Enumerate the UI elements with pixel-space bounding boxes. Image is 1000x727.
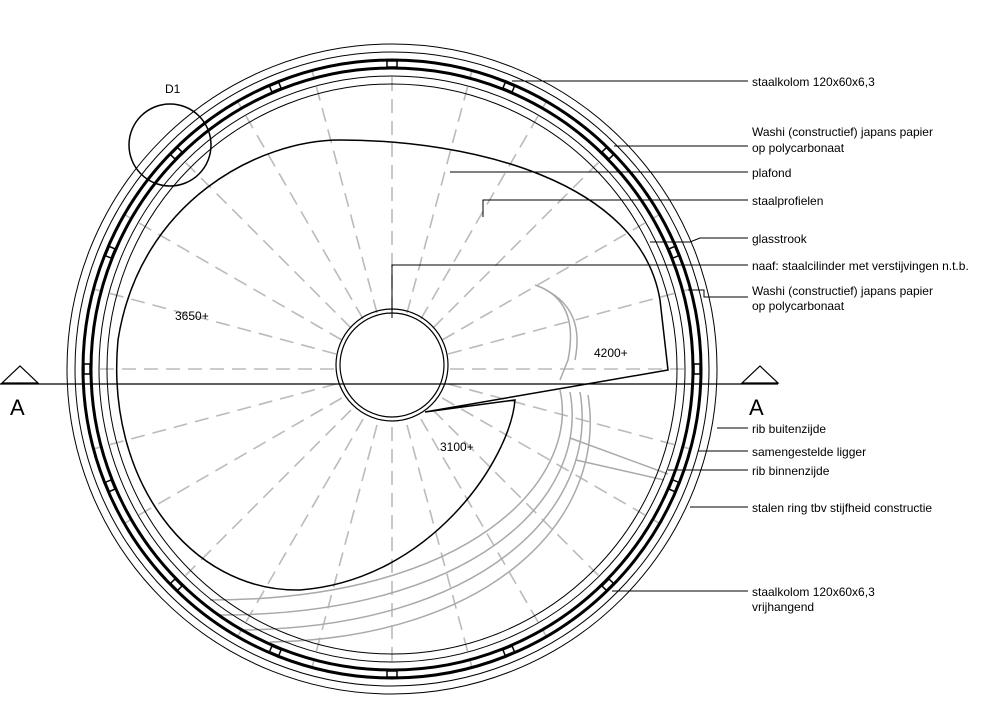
radial-dashed-line <box>172 149 352 329</box>
radial-dashed-line <box>123 397 343 525</box>
radial-dashed-line <box>420 100 548 320</box>
stair-arc-6 <box>269 394 591 643</box>
stair-sweep <box>209 284 669 643</box>
label-washi-mid-line1: Washi (constructief) japans papier <box>752 284 933 298</box>
section-line <box>0 365 780 385</box>
label-plafond: plafond <box>752 166 791 180</box>
stair-line-1 <box>569 437 669 475</box>
glass-strip-ring <box>106 83 678 655</box>
washi-outer-ring <box>74 51 710 687</box>
radial-dashed-line <box>236 418 364 638</box>
label-rib-buitenzijde: rib buitenzijde <box>752 422 826 436</box>
section-marker-left-triangle <box>0 365 40 384</box>
leader-glasstrook <box>650 237 748 243</box>
stair-arc-4 <box>219 391 573 616</box>
stair-arc-2 <box>545 289 578 361</box>
steel-column-marker <box>386 60 398 68</box>
steel-column-marker <box>668 245 680 260</box>
section-marker-right: A <box>749 395 764 420</box>
radial-dashed-line <box>123 213 343 341</box>
radial-dashed-line <box>406 424 473 669</box>
steel-column-marker <box>501 81 516 93</box>
label-washi-top-line2: op polycarbonaat <box>752 141 845 155</box>
steel-ring-inner <box>89 66 695 672</box>
steel-column-marker <box>169 577 184 592</box>
steel-ring-outer <box>81 58 703 680</box>
steel-column-marker <box>268 81 283 93</box>
leader-washi-mid <box>688 289 748 298</box>
radial-dashed-line <box>406 69 473 314</box>
detail-circle <box>128 103 212 187</box>
area-label-4200: 4200+ <box>594 346 628 360</box>
radial-dashed-line <box>447 383 692 450</box>
section-marker-right-triangle <box>740 365 780 384</box>
label-washi-mid-line2: op polycarbonaat <box>752 299 845 313</box>
leader-staalprofielen <box>482 199 748 217</box>
label-staalkolom-top: staalkolom 120x60x6,3 <box>752 75 875 89</box>
label-washi-top-line1: Washi (constructief) japans papier <box>752 125 933 139</box>
hub <box>335 308 449 422</box>
steel-column-marker <box>104 478 116 493</box>
section-marker-left: A <box>10 395 25 420</box>
leader-lines <box>391 80 748 592</box>
radial-dashed-line <box>441 397 661 525</box>
radial-dashed-line <box>92 383 337 450</box>
stair-arc-5 <box>239 391 583 631</box>
label-rib-binnenzijde: rib binnenzijde <box>752 464 830 478</box>
radial-dashed-line <box>311 424 378 669</box>
steel-column-marker <box>501 645 516 657</box>
label-glasstrook: glasstrook <box>752 232 808 246</box>
leader-naaf <box>391 264 748 318</box>
radial-dashed-line <box>432 149 612 329</box>
steel-column-marker <box>83 363 91 375</box>
radial-dashed-line <box>432 409 612 589</box>
steel-column-marker <box>169 146 184 161</box>
steel-column-marker <box>668 478 680 493</box>
washi-inner-ring <box>98 75 686 663</box>
radial-dashed-line <box>420 418 548 638</box>
steel-column-marker <box>600 146 615 161</box>
label-staalkolom-bottom-line1: staalkolom 120x60x6,3 <box>752 585 875 599</box>
steel-column-marker <box>268 645 283 657</box>
radial-dashed-line <box>172 409 352 589</box>
radial-dashed-line <box>447 288 692 355</box>
annotations: staalkolom 120x60x6,3 Washi (constructie… <box>752 75 969 614</box>
hub-outer <box>335 308 449 422</box>
floor-plate-outline <box>116 139 669 591</box>
label-stalen-ring: stalen ring tbv stijfheid constructie <box>752 501 932 515</box>
label-staalkolom-bottom-line2: vrijhangend <box>752 600 814 614</box>
stair-line-2 <box>575 459 665 481</box>
steel-column-marker <box>600 577 615 592</box>
radial-dashed-line <box>92 288 337 355</box>
label-naaf: naaf: staalcilinder met verstijvingen n.… <box>752 259 969 273</box>
hub-inner <box>339 312 445 418</box>
steel-columns <box>83 60 701 678</box>
stair-arc-1 <box>534 284 572 381</box>
rings <box>66 43 718 695</box>
steel-column-marker <box>693 363 701 375</box>
area-label-3100: 3100+ <box>440 440 474 454</box>
area-label-3650: 3650+ <box>175 309 209 323</box>
radial-dashed-line <box>236 100 364 320</box>
detail-marker-label: D1 <box>165 82 181 96</box>
radial-dashed-line <box>441 213 661 341</box>
steel-column-marker <box>386 670 398 678</box>
label-staalprofielen: staalprofielen <box>752 194 823 208</box>
radial-dashed-line <box>311 69 378 314</box>
label-samengestelde-ligger: samengestelde ligger <box>752 445 866 459</box>
stair-arc-3 <box>209 389 564 601</box>
outer-ring <box>66 43 718 695</box>
steel-column-marker <box>104 245 116 260</box>
